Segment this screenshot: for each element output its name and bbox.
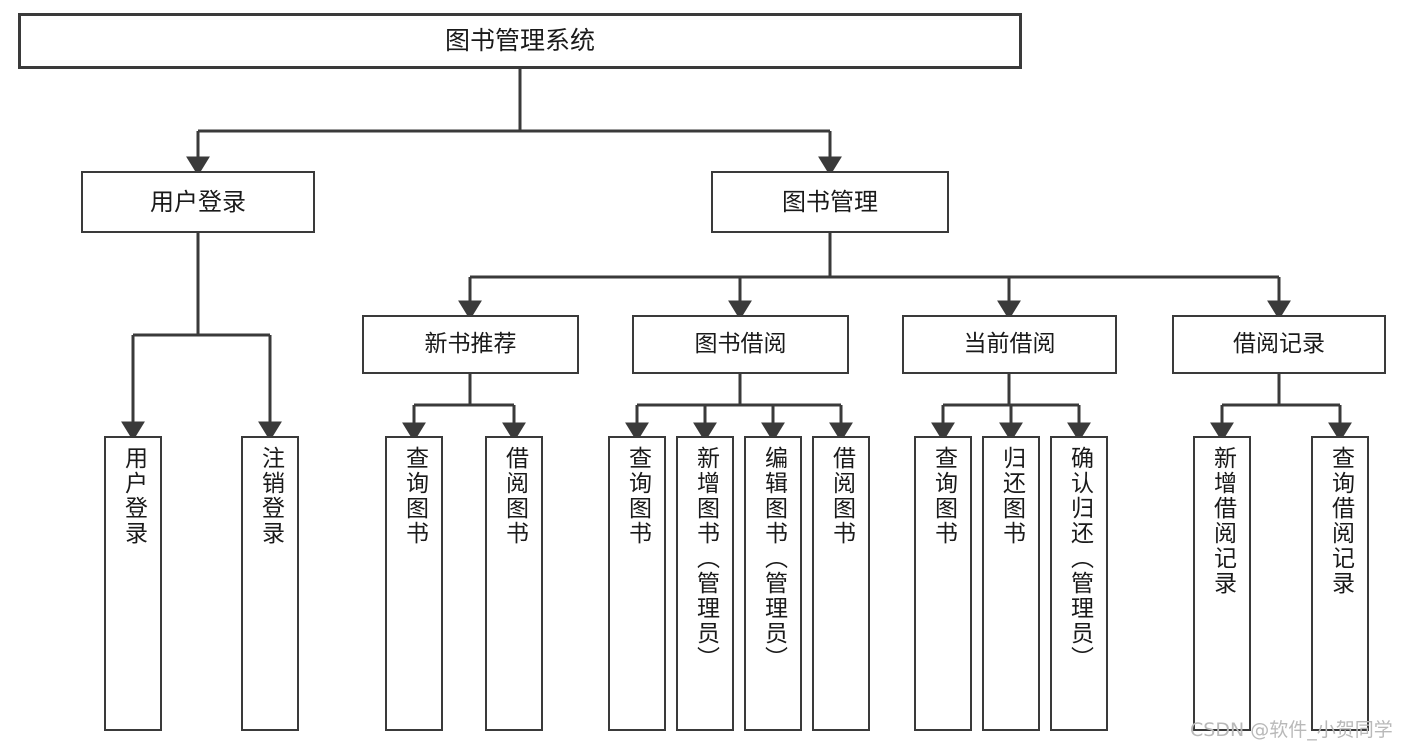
node-book-management[interactable]: 图书管理 — [711, 171, 949, 233]
node-label: 新书推荐 — [424, 330, 517, 357]
node-current-borrow[interactable]: 当前借阅 — [902, 315, 1117, 374]
node-label: 查询图书 — [401, 446, 428, 546]
node-label: 用户登录 — [150, 187, 246, 216]
node-book-borrow[interactable]: 图书借阅 — [632, 315, 849, 374]
node-label: 注销登录 — [257, 446, 284, 546]
node-label: 查询图书 — [624, 446, 651, 546]
node-label: 确认归还（管理员） — [1066, 446, 1093, 671]
leaf-query-book-newbook[interactable]: 查询图书 — [385, 436, 443, 731]
node-user-login[interactable]: 用户登录 — [81, 171, 315, 233]
node-label: 借阅图书 — [501, 446, 528, 546]
node-label: 新增图书（管理员） — [692, 446, 719, 671]
leaf-user-login[interactable]: 用户登录 — [104, 436, 162, 731]
node-label: 图书借阅 — [694, 330, 787, 357]
node-label: 编辑图书（管理员） — [760, 446, 787, 671]
node-label: 新增借阅记录 — [1209, 446, 1236, 596]
leaf-borrow-book-newbook[interactable]: 借阅图书 — [485, 436, 543, 731]
node-label: 归还图书 — [998, 446, 1025, 546]
csdn-watermark: CSDN @软件_小贺同学 — [1190, 719, 1393, 741]
node-label: 查询图书 — [930, 446, 957, 546]
leaf-logout[interactable]: 注销登录 — [241, 436, 299, 731]
node-label: 当前借阅 — [963, 330, 1056, 357]
leaf-add-book-admin[interactable]: 新增图书（管理员） — [676, 436, 734, 731]
node-new-book-recommend[interactable]: 新书推荐 — [362, 315, 579, 374]
leaf-return-book[interactable]: 归还图书 — [982, 436, 1040, 731]
node-label: 查询借阅记录 — [1327, 446, 1354, 596]
node-label: 图书管理系统 — [444, 26, 595, 55]
leaf-borrow-book[interactable]: 借阅图书 — [812, 436, 870, 731]
node-label: 图书管理 — [782, 187, 878, 216]
leaf-confirm-return-admin[interactable]: 确认归还（管理员） — [1050, 436, 1108, 731]
node-label: 借阅图书 — [828, 446, 855, 546]
leaf-query-book-current[interactable]: 查询图书 — [914, 436, 972, 731]
node-label: 借阅记录 — [1233, 330, 1325, 357]
leaf-edit-book-admin[interactable]: 编辑图书（管理员） — [744, 436, 802, 731]
leaf-add-borrow-record[interactable]: 新增借阅记录 — [1193, 436, 1251, 731]
leaf-query-borrow-record[interactable]: 查询借阅记录 — [1311, 436, 1369, 731]
node-root-system[interactable]: 图书管理系统 — [18, 13, 1022, 69]
leaf-query-book-borrow[interactable]: 查询图书 — [608, 436, 666, 731]
node-label: 用户登录 — [120, 446, 147, 546]
node-borrow-record[interactable]: 借阅记录 — [1172, 315, 1386, 374]
